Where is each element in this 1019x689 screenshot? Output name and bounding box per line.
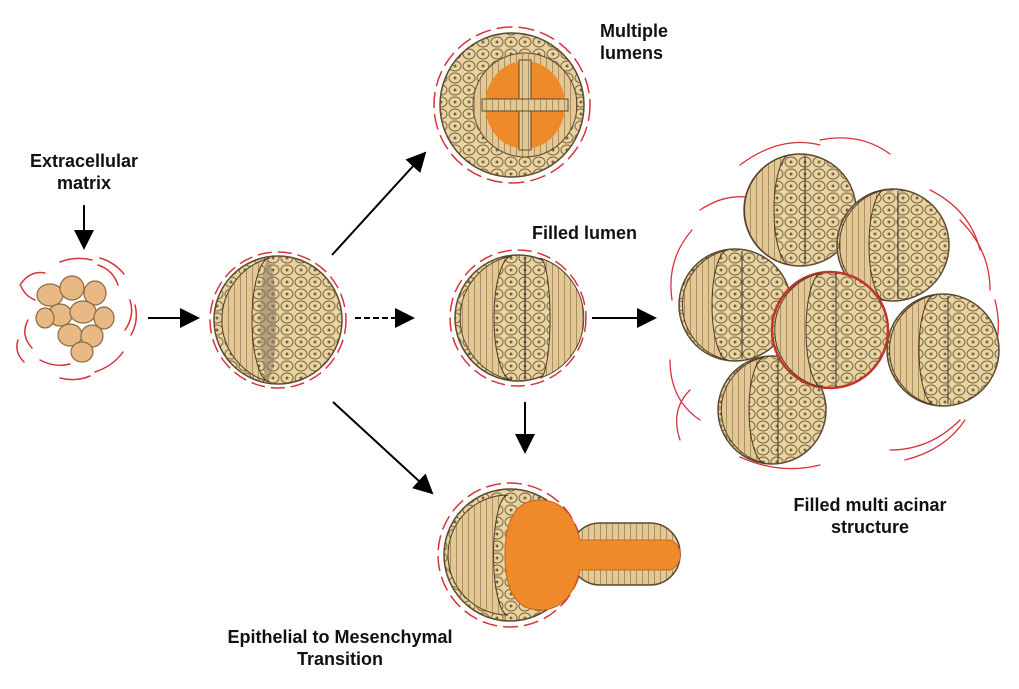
label-extracellular-matrix: Extracellular matrix bbox=[14, 150, 154, 194]
acinus-right bbox=[887, 294, 999, 406]
label-filled-multi-acinar: Filled multi acinar structure bbox=[760, 494, 980, 538]
emt-acinus bbox=[438, 483, 680, 627]
ecm-cluster bbox=[17, 258, 136, 380]
label-multiple-lumens: Multiple lumens bbox=[600, 20, 668, 64]
label-emt: Epithelial to Mesenchymal Transition bbox=[190, 626, 490, 670]
label-filled-lumen: Filled lumen bbox=[532, 222, 637, 244]
early-acinus bbox=[210, 252, 346, 388]
acinus-center bbox=[772, 272, 888, 388]
filled-lumen-acinus bbox=[450, 250, 586, 386]
multi-acinar-cluster bbox=[670, 138, 999, 469]
ecm-cells bbox=[36, 276, 114, 362]
arrow-to-emt bbox=[333, 402, 432, 493]
arrow-to-multiple-lumens bbox=[332, 153, 425, 255]
multiple-lumens-acinus bbox=[434, 27, 590, 183]
